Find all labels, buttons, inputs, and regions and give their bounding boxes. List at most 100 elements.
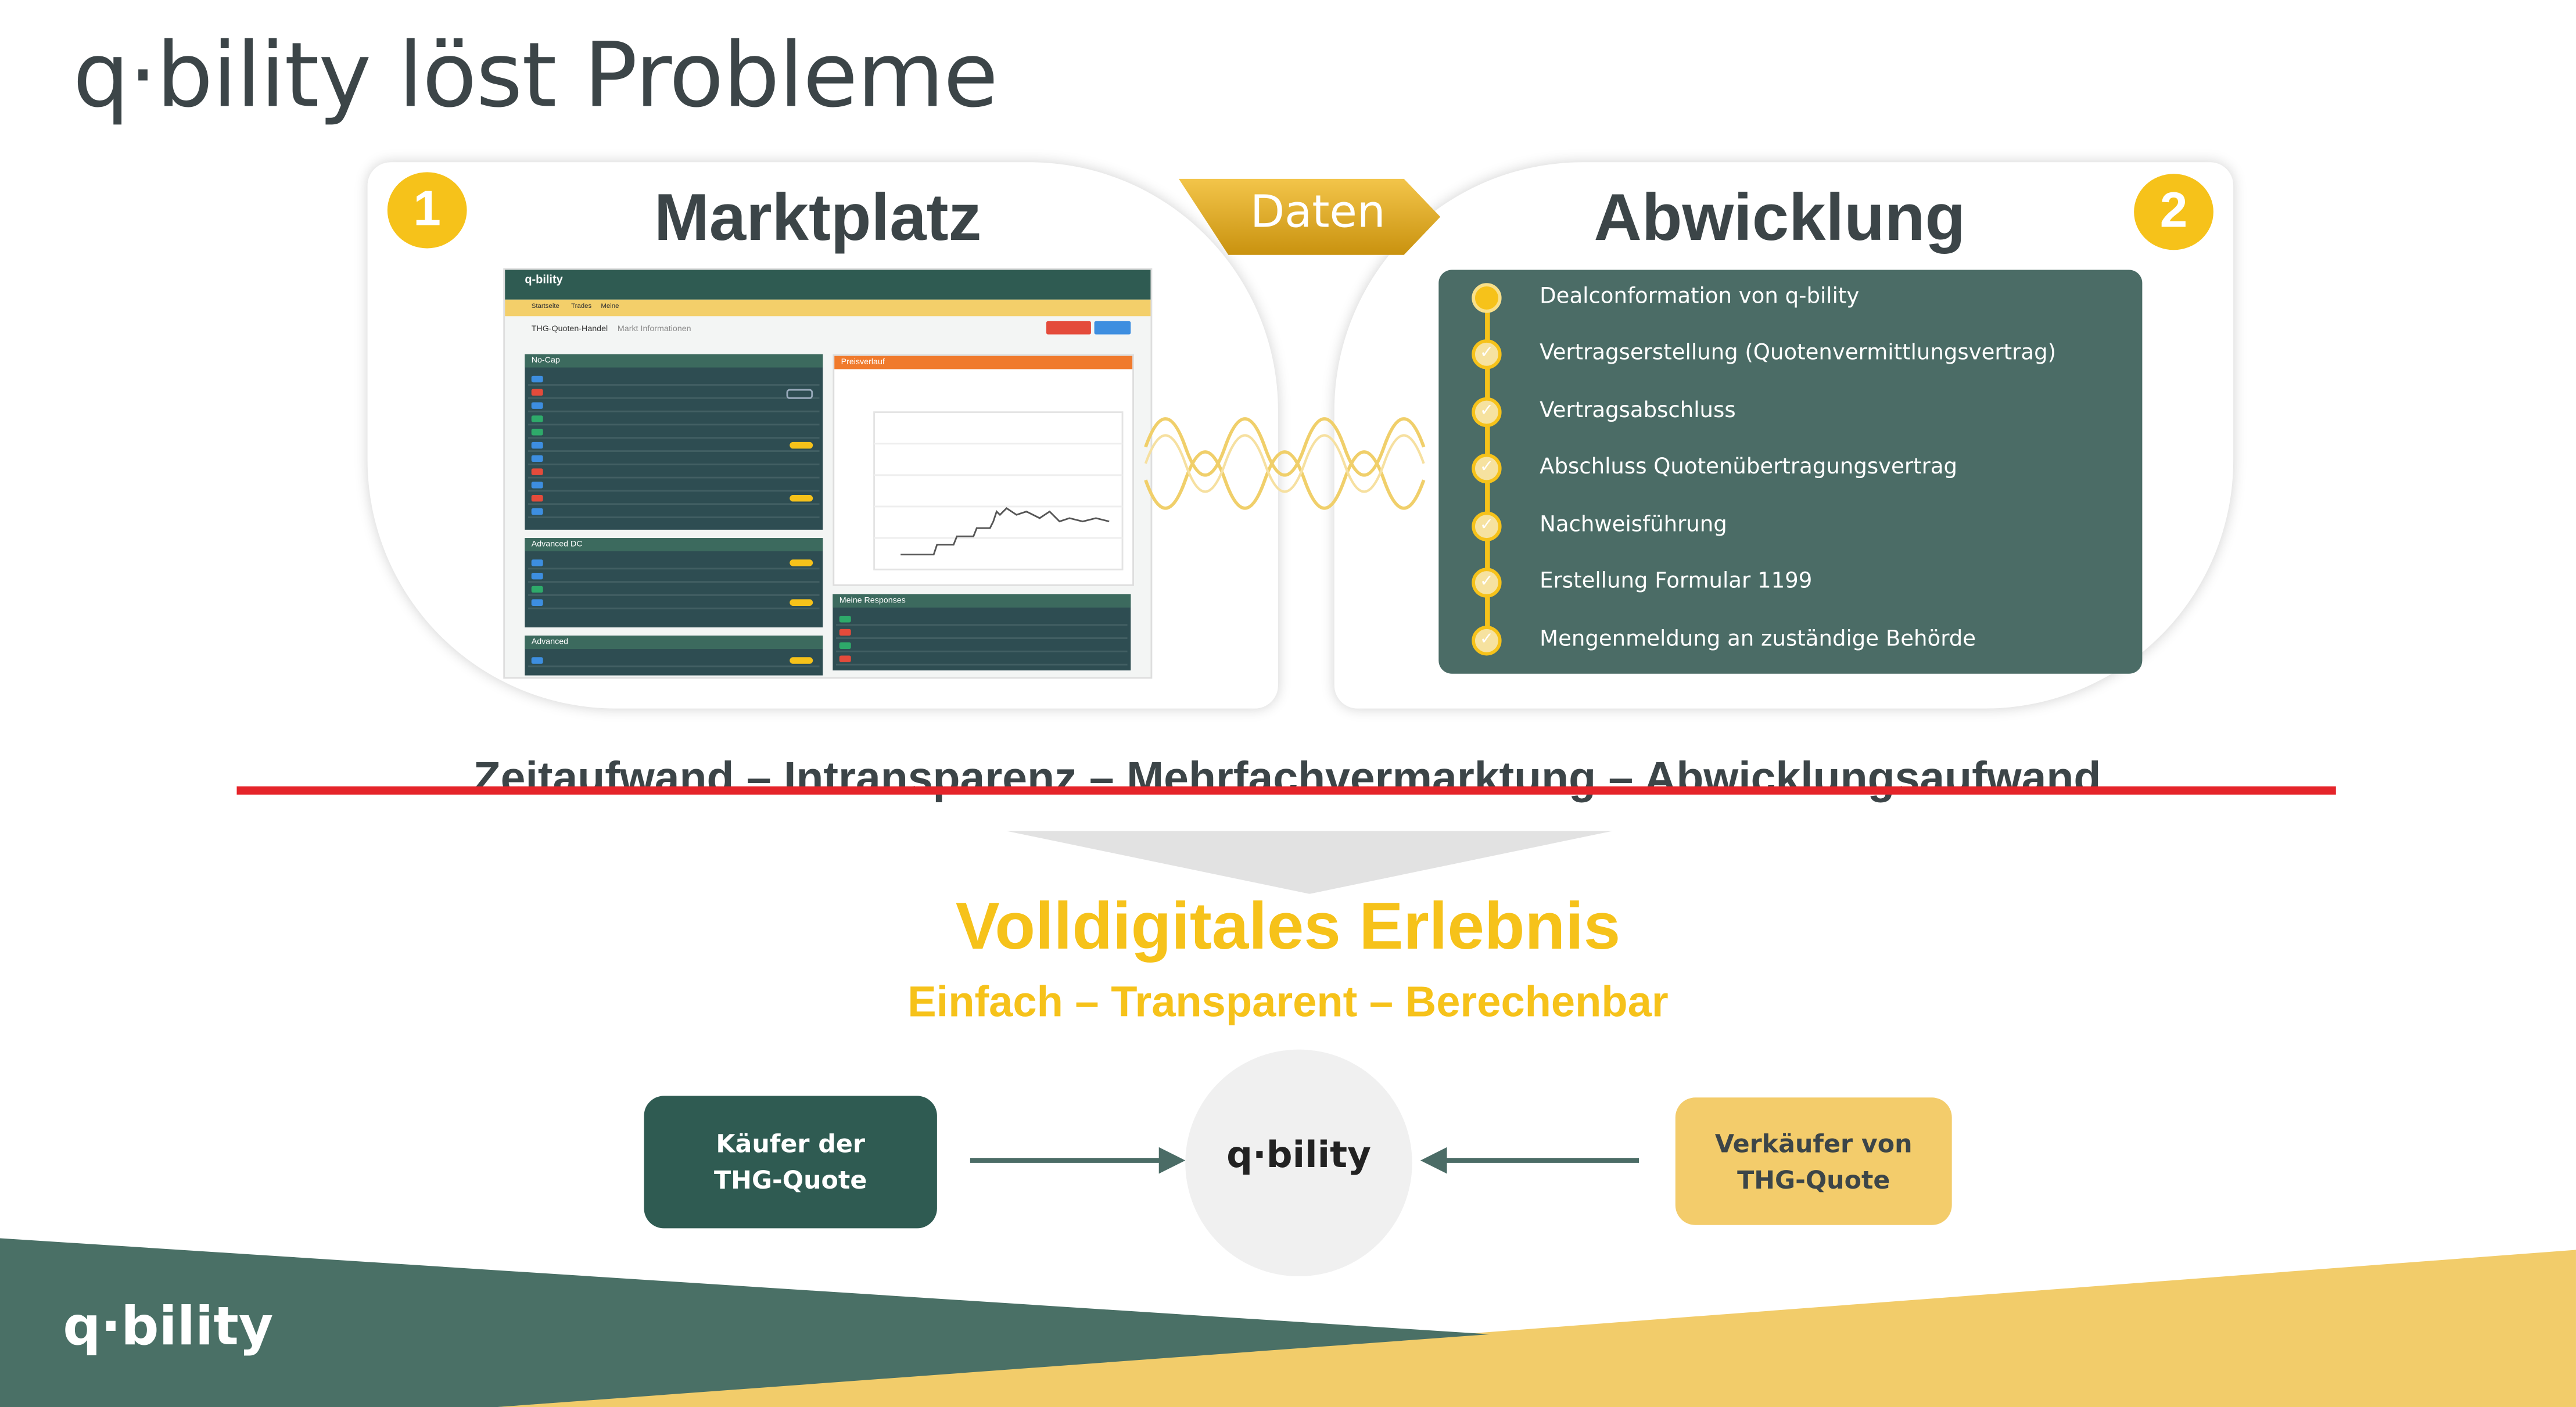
seller-label-line2: THG-Quote: [1737, 1164, 1890, 1194]
step-text: Erstellung Formular 1199: [1540, 569, 1813, 595]
mock-chip: [531, 429, 543, 436]
check-icon: ✓: [1472, 511, 1502, 541]
marktplatz-heading: Marktplatz: [654, 182, 982, 255]
mock-chip: [531, 482, 543, 489]
mock-box-advanced-dc: Advanced DC: [525, 538, 823, 627]
footer-logo: q·bility: [63, 1294, 274, 1358]
mock-row: [836, 641, 1128, 652]
qbility-center-logo: q·bility: [1226, 1135, 1371, 1178]
mock-chip: [531, 468, 543, 475]
buyer-label-line2: THG-Quote: [714, 1165, 867, 1196]
mock-chip: [531, 586, 543, 593]
solution-subline: Einfach – Transparent – Berechenbar: [907, 977, 1669, 1026]
step-current-icon: [1472, 283, 1502, 313]
mock-box-title: Advanced: [531, 637, 569, 648]
mock-row: [528, 401, 820, 412]
mock-chip: [839, 642, 851, 649]
mock-tab: Markt Informationen: [617, 324, 691, 335]
mock-box-header: Preisverlauf: [834, 356, 1133, 369]
mock-pill: [790, 442, 813, 449]
mock-chip: [531, 508, 543, 515]
mock-row: [836, 654, 1128, 666]
mock-chip: [531, 415, 543, 422]
check-icon: ✓: [1472, 568, 1502, 598]
data-wave-icon: [1144, 417, 1426, 510]
abwicklung-heading: Abwicklung: [1594, 182, 1966, 255]
mock-chart-line: [900, 507, 1110, 556]
step-text: Dealconformation von q-bility: [1540, 285, 1860, 310]
step-text: Vertragserstellung (Quotenvermittlungsve…: [1540, 341, 2057, 366]
mock-chip: [839, 629, 851, 636]
mock-row: [528, 598, 820, 609]
mock-box-preisverlauf: Preisverlauf: [833, 354, 1134, 586]
seller-box: Verkäufer von THG-Quote: [1675, 1097, 1952, 1225]
footer-green-shape: [0, 1238, 1490, 1407]
mock-box-header: Meine Responses: [833, 594, 1131, 608]
mock-row: [528, 387, 820, 399]
mock-row: [528, 467, 820, 479]
step-text: Nachweisführung: [1540, 513, 1727, 539]
mock-chip: [531, 657, 543, 664]
mock-box-title: No-Cap: [531, 356, 560, 366]
step-badge-2: 2: [2134, 174, 2213, 250]
mock-row: [528, 440, 820, 452]
mock-box-responses: Meine Responses: [833, 594, 1131, 671]
problems-text: Zeitaufwand – Intransparenz – Mehrfachve…: [473, 753, 2101, 803]
mock-chip: [531, 402, 543, 409]
arrow-right-icon: [970, 1147, 1186, 1174]
step-text: Vertragsabschluss: [1540, 399, 1736, 424]
arrow-left-icon: [1420, 1147, 1639, 1174]
mock-row: [528, 493, 820, 505]
mock-pill: [786, 389, 813, 399]
mock-chip: [531, 599, 543, 606]
mock-pill: [790, 657, 813, 664]
mock-row: [528, 480, 820, 492]
mock-row: [528, 558, 820, 570]
step-text: Abschluss Quotenübertragungsvertrag: [1540, 455, 1958, 480]
mock-chip: [531, 572, 543, 580]
mock-pill: [790, 599, 813, 606]
buyer-box: Käufer der THG-Quote: [644, 1096, 937, 1229]
daten-label: Daten: [1250, 187, 1386, 239]
mock-box-title: Advanced DC: [531, 539, 583, 550]
mock-chip: [531, 495, 543, 502]
mock-chart-frame: [873, 411, 1124, 570]
mock-box-header: Advanced: [525, 636, 823, 649]
mock-chip: [531, 375, 543, 383]
mock-price-chart: [873, 411, 1124, 570]
mock-box-title: Preisverlauf: [841, 357, 885, 368]
mock-chip: [531, 442, 543, 449]
mock-row: [528, 427, 820, 439]
step-badge-1: 1: [387, 172, 467, 249]
mock-box-header: Advanced DC: [525, 538, 823, 551]
mock-nav-item: Trades: [571, 301, 592, 310]
mock-row: [528, 655, 820, 667]
funnel-shape: [1006, 831, 1613, 894]
mock-nav-item: Startseite: [531, 301, 559, 310]
mock-chip: [839, 616, 851, 623]
mock-row: [836, 627, 1128, 639]
qbility-center-circle: [1185, 1049, 1412, 1277]
strikethrough-line: [236, 786, 2336, 795]
seller-label-line1: Verkäufer von: [1714, 1128, 1913, 1158]
mock-navbar: [505, 299, 1151, 317]
step-text: Mengenmeldung an zuständige Behörde: [1540, 627, 1976, 652]
mock-row: [528, 374, 820, 386]
mock-pill: [790, 495, 813, 502]
mock-row: [528, 507, 820, 518]
mock-chip: [531, 559, 543, 566]
page-title: q·bility löst Probleme: [73, 23, 998, 128]
mock-chip: [531, 455, 543, 462]
mock-nav-item: Meine: [601, 301, 619, 310]
check-icon: ✓: [1472, 626, 1502, 656]
solution-headline: Volldigitales Erlebnis: [955, 891, 1621, 964]
mock-row: [528, 584, 820, 596]
mock-box-no-cap: No-Cap: [525, 354, 823, 530]
abwicklung-steps-box: [1438, 270, 2143, 674]
mock-chip: [531, 389, 543, 396]
check-icon: ✓: [1472, 453, 1502, 484]
marktplatz-screenshot: q-bility Startseite Trades Meine THG-Quo…: [503, 268, 1153, 679]
check-icon: ✓: [1472, 397, 1502, 428]
